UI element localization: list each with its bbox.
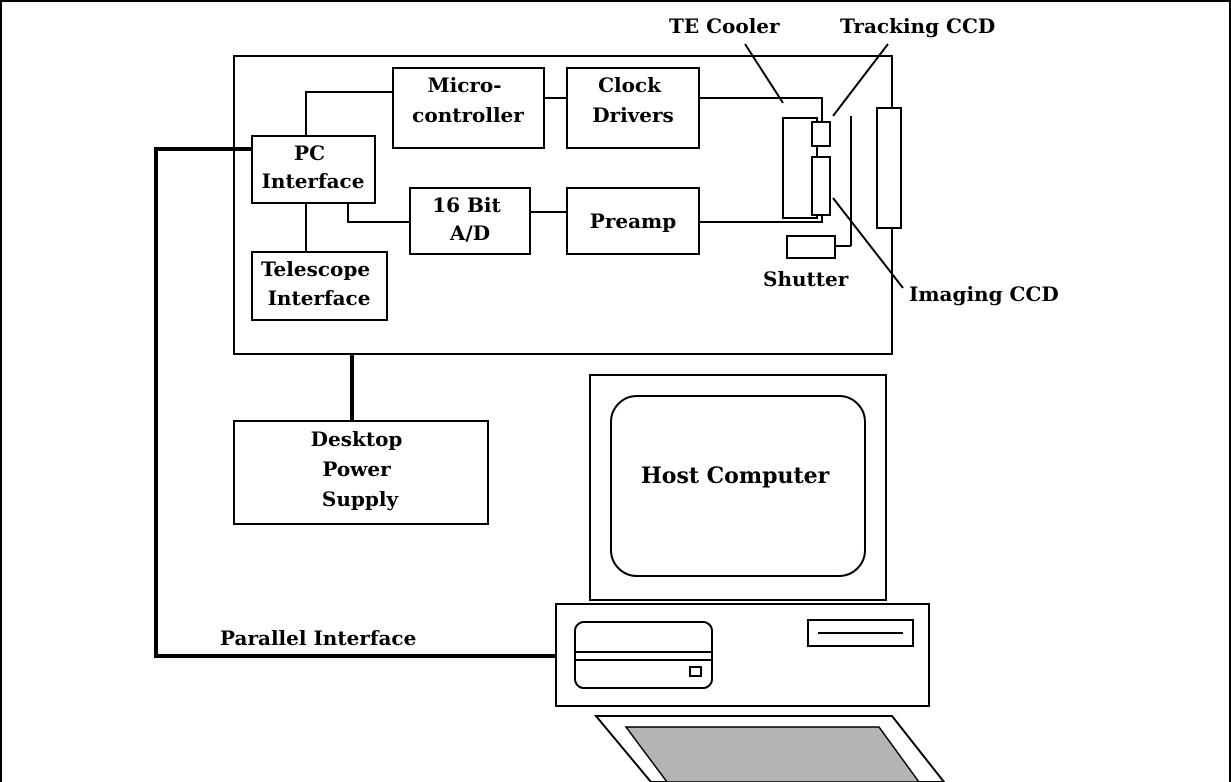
host-computer: Host Computer xyxy=(555,374,946,782)
telescope-interface-block xyxy=(251,251,388,321)
pc-interface-block xyxy=(251,135,376,204)
tracking-ccd-chip xyxy=(811,121,831,147)
imaging-ccd-chip xyxy=(811,156,831,216)
floppy-drive xyxy=(574,621,713,689)
wire-pc-to-microcontroller xyxy=(305,91,393,136)
tracking-ccd-leader xyxy=(832,43,889,117)
pc-interface-label: PC Interface xyxy=(262,141,365,193)
telescope-interface-label: Telescope Interface xyxy=(261,257,377,310)
host-computer-label: Host Computer xyxy=(641,463,830,489)
te-cooler-leader xyxy=(744,43,784,104)
power-supply-label: Desktop Power Supply xyxy=(311,427,410,511)
imaging-ccd-leader xyxy=(832,197,904,289)
clock-drivers-block xyxy=(566,67,700,149)
preamp-label: Preamp xyxy=(590,209,676,233)
wire-clock-to-ccd xyxy=(699,97,823,122)
microcontroller-block xyxy=(392,67,545,149)
wire-pc-to-ad xyxy=(347,202,410,223)
front-window xyxy=(876,107,902,229)
preamp-block xyxy=(566,187,700,255)
imaging-ccd-callout: Imaging CCD xyxy=(909,282,1059,306)
floppy-eject-button xyxy=(689,666,702,677)
ad-converter-block xyxy=(409,187,531,255)
clock-drivers-label: Clock Drivers xyxy=(592,73,674,127)
shutter-motor xyxy=(786,235,836,259)
ad-converter-label: 16 Bit A/D xyxy=(432,193,508,245)
power-supply-block xyxy=(233,420,489,525)
parallel-interface-cable xyxy=(154,147,556,658)
shutter-callout: Shutter xyxy=(763,267,849,291)
microcontroller-label: Micro- controller xyxy=(412,73,524,127)
parallel-interface-label: Parallel Interface xyxy=(220,626,416,650)
keyboard-keys xyxy=(624,726,920,782)
tracking-ccd-callout: Tracking CCD xyxy=(840,14,995,38)
monitor-screen xyxy=(610,395,866,577)
te-cooler-callout: TE Cooler xyxy=(669,14,780,38)
